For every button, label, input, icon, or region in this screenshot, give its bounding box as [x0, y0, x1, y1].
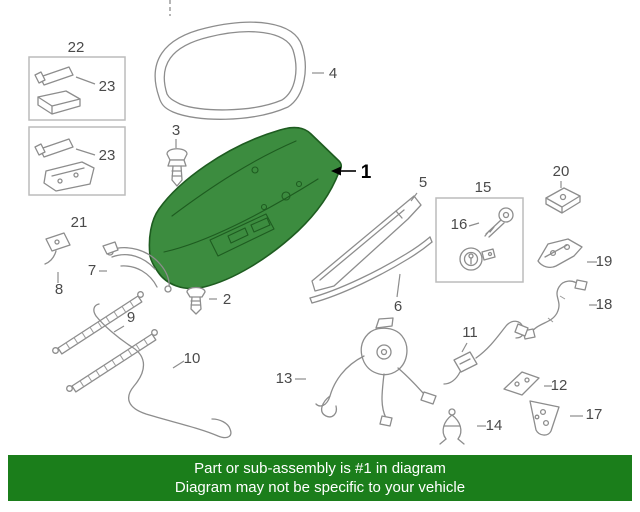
part-10-torsion-bar: [93, 303, 232, 439]
callout-6[interactable]: 6: [394, 298, 402, 315]
part-14-clip: [439, 408, 486, 445]
part-1-trunk-lid[interactable]: [148, 126, 343, 290]
highlight-banner: Part or sub-assembly is #1 in diagram Di…: [8, 455, 632, 501]
callout-17[interactable]: 17: [586, 406, 603, 423]
part-13-lock-latch: [295, 317, 437, 427]
banner-line-1: Part or sub-assembly is #1 in diagram: [194, 460, 446, 477]
part-8-bracket: [44, 232, 71, 283]
part-23-pin-upper: [34, 66, 96, 86]
callout-5[interactable]: 5: [419, 174, 427, 191]
callout-4[interactable]: 4: [329, 65, 337, 82]
part-6-molding-strip: [309, 236, 433, 304]
part-11-wiring-connector: [443, 320, 529, 385]
part-23-pin-lower: [34, 138, 96, 158]
callout-16[interactable]: 16: [451, 216, 468, 233]
part-3-clip: [166, 139, 188, 187]
part-1-pointer-arrow: [331, 166, 356, 176]
part-21-bracket: [43, 161, 95, 192]
callout-13[interactable]: 13: [276, 370, 293, 387]
part-15-lock-set-box: [435, 197, 524, 283]
callout-18[interactable]: 18: [596, 296, 613, 313]
callout-15[interactable]: 15: [475, 179, 492, 196]
callout-2[interactable]: 2: [223, 291, 231, 308]
callout-23a[interactable]: 23: [99, 78, 116, 95]
part-4-weatherstrip-seal: [154, 21, 324, 120]
part-18-drain-hose: [522, 279, 597, 340]
part-5-trim-panel: [311, 192, 422, 292]
part-20-striker-plate: [545, 181, 581, 214]
part-22-hardware-boxes: [28, 56, 126, 196]
part-2-clip: [186, 286, 217, 315]
part-9-gas-strut: [52, 291, 158, 393]
callout-14[interactable]: 14: [486, 417, 503, 434]
callout-19[interactable]: 19: [596, 253, 613, 270]
callout-7[interactable]: 7: [88, 262, 96, 279]
callout-10[interactable]: 10: [184, 350, 201, 367]
banner-line-2: Diagram may not be specific to your vehi…: [174, 479, 466, 496]
callout-20[interactable]: 20: [553, 163, 570, 180]
callout-12[interactable]: 12: [551, 377, 568, 394]
part-16-key: [468, 207, 514, 238]
callout-22[interactable]: 22: [68, 39, 85, 56]
part-22-striker-block: [37, 90, 81, 115]
callout-8[interactable]: 8: [55, 281, 63, 298]
callout-1[interactable]: 1: [361, 162, 372, 183]
callout-23b[interactable]: 23: [99, 147, 116, 164]
callout-11[interactable]: 11: [462, 324, 478, 341]
callout-9[interactable]: 9: [127, 309, 135, 326]
callout-21[interactable]: 21: [71, 214, 88, 231]
part-17-gusset-plate: [529, 400, 583, 436]
lock-cylinder: [459, 247, 496, 271]
part-7-hinge: [99, 241, 172, 293]
part-19-hinge-bracket: [537, 238, 597, 268]
part-12-bracket-plate: [503, 371, 552, 396]
callout-3[interactable]: 3: [172, 122, 180, 139]
